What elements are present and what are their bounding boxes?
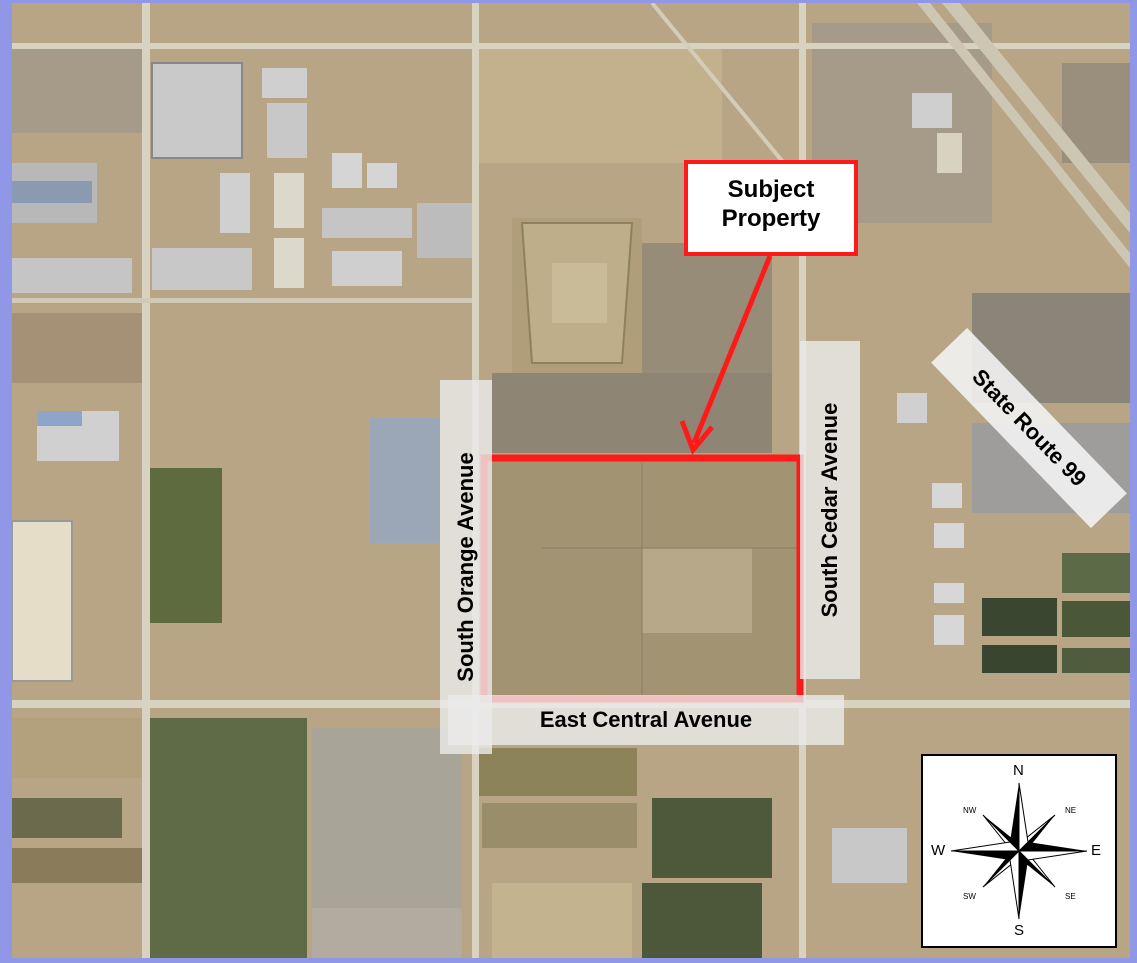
street-label-south-cedar-text: South Cedar Avenue [817,402,842,618]
compass-nw: NW [963,806,977,815]
street-label-east-central: East Central Avenue [448,695,844,745]
compass-se: SE [1065,892,1076,901]
compass-ne: NE [1065,806,1077,815]
compass-sw: SW [963,892,976,901]
compass-star-icon [950,782,1088,920]
compass-s: S [1014,922,1025,939]
pointer-arrow [691,255,773,444]
compass-rose: N S E W NE NW SE SW [921,754,1117,948]
aerial-map: Subject Property East Central Avenue Sou… [12,3,1130,958]
compass-n: N [1013,762,1024,779]
street-label-south-orange: South Orange Avenue [440,380,492,754]
compass-w: W [931,842,946,859]
street-label-south-orange-text: South Orange Avenue [453,452,478,682]
street-label-south-cedar: South Cedar Avenue [800,341,860,679]
subject-property-label: Subject Property [684,160,858,256]
subject-label-line1: Subject [727,176,815,203]
subject-label-line2: Property [721,204,821,232]
compass-e: E [1091,842,1102,859]
